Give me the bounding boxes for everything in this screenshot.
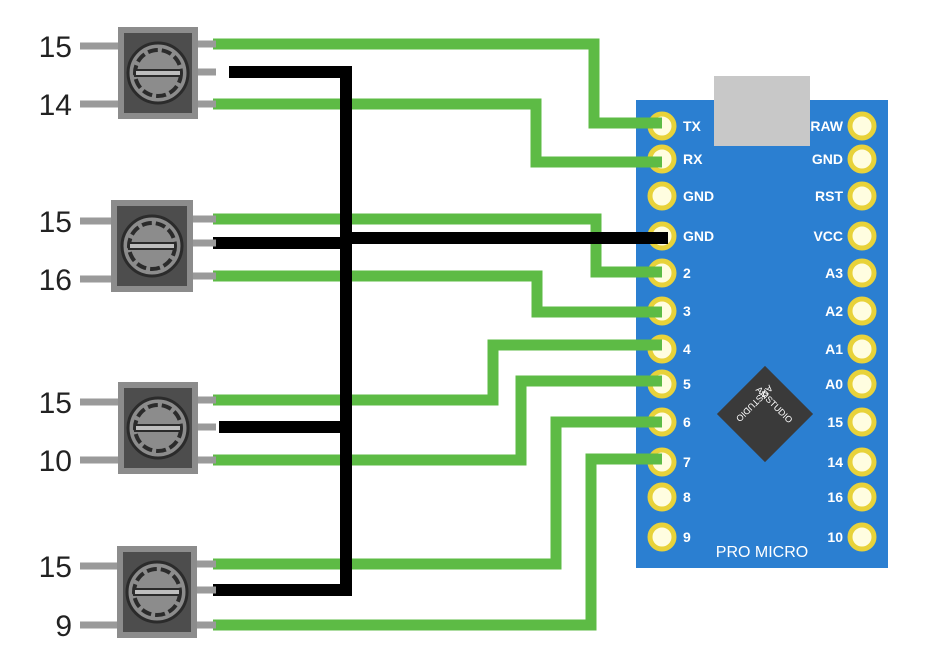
pin-label: 9 (683, 529, 691, 545)
pin-pad (847, 258, 877, 288)
pin-pad (847, 522, 877, 552)
signal-wire (213, 375, 662, 466)
right-pin: A0 (825, 369, 877, 399)
right-pin: A2 (825, 296, 877, 326)
right-pin: VCC (813, 221, 877, 251)
pin-pad (847, 482, 877, 512)
pin-pad (847, 447, 877, 477)
pot-label-bottom: 14 (39, 89, 72, 122)
left-pin: 9 (647, 522, 691, 552)
pin-label: GND (683, 228, 714, 244)
chip-body (716, 365, 814, 463)
right-pin: RST (815, 181, 877, 211)
right-pin: A3 (825, 258, 877, 288)
pot-label-bottom: 16 (39, 264, 72, 297)
signal-wire (213, 339, 662, 406)
pin-label: 8 (683, 489, 691, 505)
right-pin: 10 (827, 522, 877, 552)
pin-label: A1 (825, 341, 843, 357)
pot-slot-highlight (130, 244, 174, 248)
pin-pad (847, 221, 877, 251)
pin-pad (647, 181, 677, 211)
pin-label: 5 (683, 376, 691, 392)
right-pin: 15 (827, 407, 877, 437)
pot-slot-highlight (136, 426, 180, 430)
pin-label: 14 (827, 454, 843, 470)
ground-wire (213, 66, 352, 596)
pin-pad (647, 522, 677, 552)
pin-label: 4 (683, 341, 691, 357)
pin-label: TX (683, 118, 702, 134)
signal-wire (213, 38, 662, 129)
mcu-chip: AMSTUDIO AMSTUDIO (716, 365, 814, 463)
pin-label: RST (815, 188, 843, 204)
usb-connector (714, 76, 810, 146)
pin-label: A3 (825, 265, 843, 281)
pin-pad (847, 111, 877, 141)
right-pin: A1 (825, 334, 877, 364)
pin-pad (847, 334, 877, 364)
signal-wire (213, 270, 662, 318)
signal-wire (213, 98, 662, 168)
potentiometer: 15 9 (39, 546, 216, 643)
right-pin: 16 (827, 482, 877, 512)
pot-slot-highlight (135, 590, 179, 594)
pin-pad (847, 407, 877, 437)
board-title: PRO MICRO (716, 544, 808, 561)
pin-pad (847, 144, 877, 174)
pin-label: 10 (827, 529, 843, 545)
board-body (636, 100, 888, 568)
pin-label: 16 (827, 489, 843, 505)
pin-label: GND (812, 151, 843, 167)
pin-pad (847, 296, 877, 326)
pin-pad (847, 369, 877, 399)
wires (213, 38, 668, 631)
left-pin: 8 (647, 482, 691, 512)
right-pin: 14 (827, 447, 877, 477)
pin-label: A2 (825, 303, 843, 319)
signal-wire (213, 416, 662, 570)
pin-label: 2 (683, 265, 691, 281)
pin-label: RX (683, 151, 703, 167)
pot-label-bottom: 9 (55, 610, 72, 643)
pot-label-top: 15 (39, 31, 72, 64)
pin-label: RAW (810, 118, 843, 134)
pin-label: 6 (683, 414, 691, 430)
pin-label: VCC (813, 228, 843, 244)
pot-label-top: 15 (39, 206, 72, 239)
signal-wire (213, 213, 662, 278)
pot-slot-highlight (136, 71, 180, 75)
right-pin: GND (812, 144, 877, 174)
pin-label: 3 (683, 303, 691, 319)
left-pin: GND (647, 181, 714, 211)
right-pin: RAW (810, 111, 877, 141)
pin-label: A0 (825, 376, 843, 392)
signal-wire (213, 453, 662, 631)
pot-label-bottom: 10 (39, 445, 72, 478)
pot-label-top: 15 (39, 551, 72, 584)
pin-label: 7 (683, 454, 691, 470)
pot-label-top: 15 (39, 387, 72, 420)
pin-label: GND (683, 188, 714, 204)
pin-pad (847, 181, 877, 211)
pin-label: 15 (827, 414, 843, 430)
pin-pad (647, 482, 677, 512)
pro-micro-board: AMSTUDIO AMSTUDIO PRO MICRO TX RX GND GND 2 3… (636, 76, 888, 568)
